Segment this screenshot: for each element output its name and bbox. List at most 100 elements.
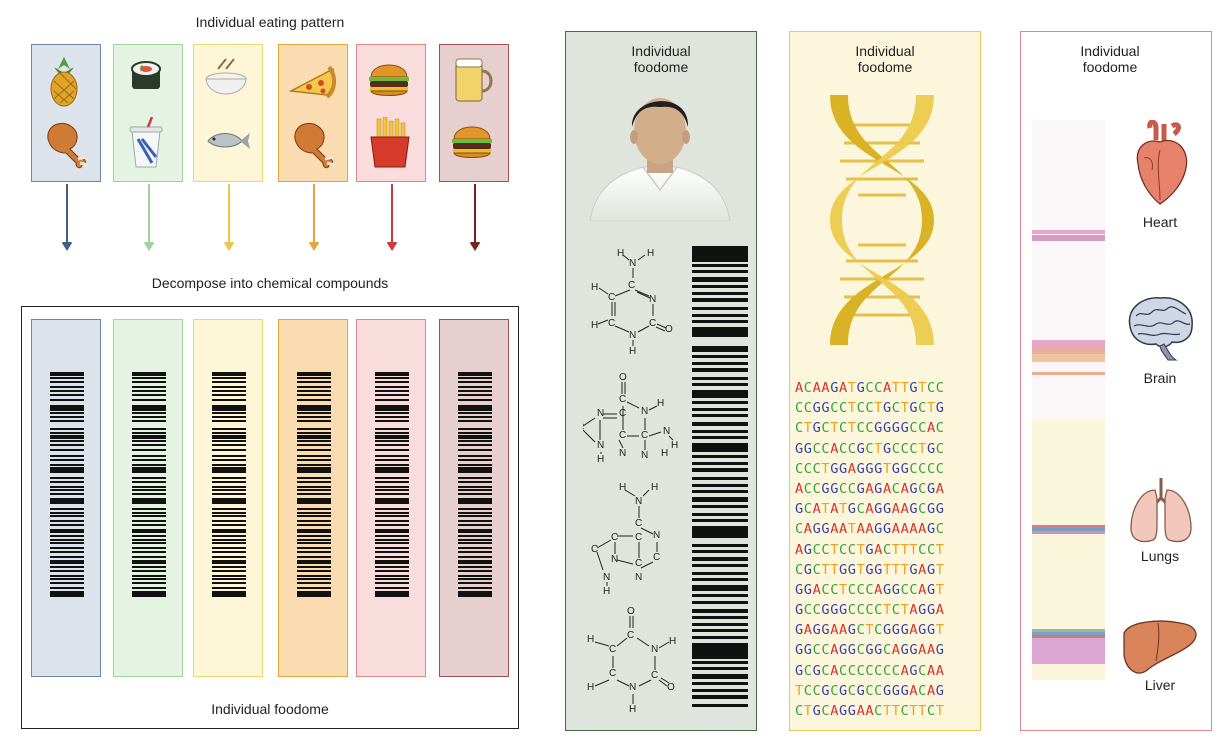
barcode-bar xyxy=(692,674,748,679)
left-foodome-caption: Individual foodome xyxy=(211,701,329,717)
barcode-icon xyxy=(50,372,84,597)
title-line-2: foodome xyxy=(857,59,913,75)
barcode-bar xyxy=(692,436,748,439)
sequence-line: GCGCACCCCCCCAGCAA xyxy=(795,662,945,679)
sequence-line: ACCGGCCGAGACAGCGA xyxy=(795,480,945,497)
title-line-1: Individual xyxy=(855,43,915,59)
arrow-head xyxy=(470,243,480,251)
arrow-head xyxy=(309,243,319,251)
svg-text:H: H xyxy=(671,440,678,451)
burger-icon xyxy=(369,64,409,96)
barcode-bar xyxy=(692,270,748,273)
barcode-bar xyxy=(692,430,748,433)
barcode-bar xyxy=(692,643,748,659)
barcode-icon xyxy=(375,372,409,597)
barcode-bar xyxy=(692,368,748,372)
svg-text:C: C xyxy=(609,644,616,655)
lungs-organ-icon xyxy=(1130,478,1192,543)
svg-text:H: H xyxy=(591,282,598,293)
svg-text:N: N xyxy=(653,530,660,541)
lungs-label: Lungs xyxy=(1140,548,1180,564)
svg-text:H: H xyxy=(597,454,604,465)
barcode-bar xyxy=(692,695,748,699)
svg-text:H: H xyxy=(651,482,658,493)
sequence-line: GGACCTCCCAGGCCAGT xyxy=(795,581,945,598)
dna-column-title: Individual foodome xyxy=(789,43,981,75)
soda-cup-icon xyxy=(129,117,163,168)
svg-text:H: H xyxy=(629,704,636,715)
sequence-line: GGCCACCGCTGCCCTGC xyxy=(795,440,945,457)
person-portrait-icon xyxy=(589,98,731,221)
svg-text:N: N xyxy=(649,294,656,305)
svg-text:H: H xyxy=(617,248,624,259)
beer-mug-icon xyxy=(455,58,493,102)
food-panel xyxy=(193,44,263,182)
barcode-icon xyxy=(132,372,166,597)
svg-text:N: N xyxy=(629,682,636,693)
chicken-leg-icon xyxy=(47,123,89,169)
barcode-bar xyxy=(692,578,748,581)
dna-helix-icon xyxy=(830,95,934,345)
barcode-bar xyxy=(692,327,748,337)
svg-text:N: N xyxy=(603,572,610,583)
svg-text:C: C xyxy=(591,544,598,555)
liver-label: Liver xyxy=(1144,677,1176,693)
barcode-bar xyxy=(692,443,748,452)
chicken-leg-icon xyxy=(294,123,336,169)
cytosine-bonds xyxy=(597,254,667,346)
svg-text:O: O xyxy=(619,372,627,383)
fish-icon xyxy=(207,133,250,149)
sequence-line: CTGCTCTCCGGGGCCAC xyxy=(795,420,945,437)
barcode-icon xyxy=(297,372,331,597)
svg-text:C: C xyxy=(635,532,642,543)
barcode-bar xyxy=(692,298,748,302)
foodome-barcode xyxy=(692,246,748,707)
barcode-bar xyxy=(692,484,748,487)
svg-text:C: C xyxy=(627,630,634,641)
svg-text:N: N xyxy=(635,572,642,583)
svg-text:N: N xyxy=(597,440,604,451)
svg-text:C: C xyxy=(619,430,626,441)
barcode-icon xyxy=(458,372,492,597)
svg-text:C: C xyxy=(628,280,635,291)
guanine-bonds xyxy=(583,382,674,454)
title-line-1: Individual xyxy=(631,43,691,59)
barcode-bar xyxy=(692,468,748,472)
eating-pattern-title: Individual eating pattern xyxy=(195,14,345,30)
pineapple-icon xyxy=(50,57,78,107)
svg-text:N: N xyxy=(611,554,618,565)
barcode-bar xyxy=(692,346,748,352)
svg-text:N: N xyxy=(635,496,642,507)
sequence-line: GGCCAGGCGGCAGGAAG xyxy=(795,642,945,659)
svg-text:N: N xyxy=(663,426,670,437)
foodome-column-title: Individual foodome xyxy=(565,43,757,75)
barcode-bar xyxy=(692,307,748,310)
barcode-bar xyxy=(692,401,748,404)
barcode-bar xyxy=(692,557,748,561)
svg-text:N: N xyxy=(629,258,636,269)
barcode-bar xyxy=(692,616,748,619)
sequence-line: GCCGGGCCCCTCTAGGA xyxy=(795,602,945,619)
barcode-bar xyxy=(692,689,748,692)
sequence-line: TCCGCGCGCCGGGACAG xyxy=(795,682,945,699)
heart-label: Heart xyxy=(1142,214,1178,230)
down-arrow-icon xyxy=(144,184,154,251)
svg-text:N: N xyxy=(641,450,648,461)
down-arrow-icon xyxy=(309,184,319,251)
barcode-bar xyxy=(692,544,748,547)
brain-organ-icon xyxy=(1128,297,1193,361)
barcode-panel xyxy=(113,319,183,677)
down-arrow-icon xyxy=(387,184,397,251)
svg-text:H: H xyxy=(647,248,654,259)
svg-text:C: C xyxy=(611,532,618,543)
arrow-head xyxy=(62,243,72,251)
barcode-bar xyxy=(692,285,748,288)
barcode-bar xyxy=(692,320,748,323)
svg-text:H: H xyxy=(661,448,668,459)
svg-text:C: C xyxy=(608,292,615,303)
barcode-bar xyxy=(692,594,748,597)
decompose-caption: Decompose into chemical compounds xyxy=(151,275,389,291)
